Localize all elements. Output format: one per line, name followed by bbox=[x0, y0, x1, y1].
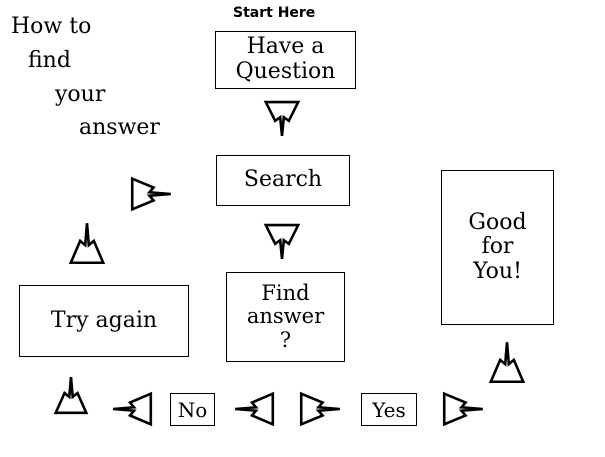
diagram-title-line: your bbox=[55, 82, 106, 107]
arrow-yes-to-good-for-you-icon bbox=[443, 392, 484, 426]
diagram-title-line: answer bbox=[79, 115, 160, 140]
node-try-again: Try again bbox=[19, 285, 189, 357]
node-good-for-you: Good for You! bbox=[441, 170, 554, 325]
node-have-a-question: Have a Question bbox=[215, 31, 356, 89]
arrow-try-again-upward-icon bbox=[69, 222, 105, 264]
node-good-for-you-text: Good for You! bbox=[468, 209, 527, 284]
arrow-up-to-good-for-you-icon bbox=[489, 341, 525, 383]
diagram-title-line: find bbox=[28, 48, 71, 73]
arrow-up-to-try-again-icon bbox=[54, 376, 88, 414]
edge-label-no-text: No bbox=[177, 397, 208, 422]
node-search-text: Search bbox=[243, 167, 323, 193]
node-find-answer: Find answer ? bbox=[226, 272, 345, 362]
edge-label-no: No bbox=[170, 393, 215, 426]
arrow-find-answer-to-yes-icon bbox=[300, 392, 341, 426]
edge-label-yes-text: Yes bbox=[372, 397, 406, 422]
node-have-a-question-text: Have a Question bbox=[235, 34, 336, 84]
node-try-again-text: Try again bbox=[50, 307, 158, 333]
arrow-loop-back-to-search-icon bbox=[131, 177, 172, 211]
edge-label-yes: Yes bbox=[361, 393, 417, 426]
arrow-no-to-try-again-icon bbox=[112, 392, 152, 426]
start-here-label: Start Here bbox=[233, 5, 316, 21]
node-find-answer-text: Find answer ? bbox=[246, 280, 325, 352]
diagram-title-line: How to bbox=[11, 14, 92, 39]
arrow-find-answer-to-no-icon bbox=[234, 392, 274, 426]
arrow-search-to-find-answer-icon bbox=[264, 224, 300, 260]
node-search: Search bbox=[216, 155, 350, 206]
arrow-question-to-search-icon bbox=[264, 101, 300, 137]
